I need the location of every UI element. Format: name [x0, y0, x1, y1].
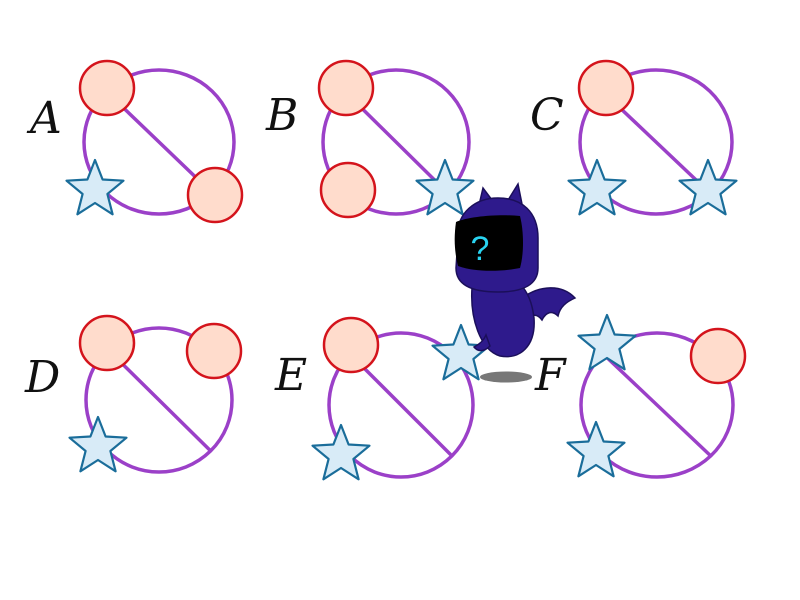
ring: [82, 68, 236, 216]
option-letter: E: [274, 350, 307, 401]
star-icon: [566, 420, 626, 478]
option-d[interactable]: D: [24, 314, 243, 474]
diagonal-chord: [106, 347, 212, 453]
option-e[interactable]: E: [274, 316, 491, 481]
ring: [327, 331, 475, 479]
circle-marker: [319, 161, 377, 219]
option-b[interactable]: B: [265, 59, 475, 219]
ring: [578, 68, 734, 216]
star-icon: [68, 415, 128, 473]
ring: [84, 326, 234, 474]
circle-marker: [78, 314, 136, 372]
mascot-face-screen: [454, 215, 523, 271]
star-icon: [567, 158, 627, 216]
circle-marker: [78, 59, 136, 117]
ring: [321, 68, 471, 216]
option-letter: C: [530, 90, 564, 141]
diagonal-chord: [348, 352, 454, 458]
ring: [579, 331, 735, 479]
option-f[interactable]: F: [534, 313, 747, 479]
option-letter: A: [26, 93, 62, 144]
mascot-tail: [472, 332, 491, 352]
mascot-shadow: [480, 371, 532, 383]
option-letter: B: [265, 90, 298, 141]
question-mark-icon: ?: [471, 230, 490, 268]
star-icon: [678, 158, 738, 216]
circle-marker: [186, 166, 244, 224]
star-icon: [415, 158, 475, 216]
mascot-wing: [521, 287, 577, 325]
circle-marker: [317, 59, 375, 117]
star-icon: [577, 313, 637, 371]
option-a[interactable]: A: [26, 59, 244, 224]
hooded-cat-mascot-icon: ?: [454, 181, 577, 383]
star-icon: [65, 158, 125, 216]
circle-marker: [185, 322, 243, 380]
option-letter: D: [24, 352, 60, 403]
circle-marker: [689, 327, 747, 385]
circle-marker: [577, 59, 635, 117]
option-letter: F: [534, 350, 567, 401]
star-icon: [311, 423, 371, 481]
circle-marker: [322, 316, 380, 374]
diagonal-chord: [602, 352, 712, 458]
option-c[interactable]: C: [530, 59, 738, 216]
